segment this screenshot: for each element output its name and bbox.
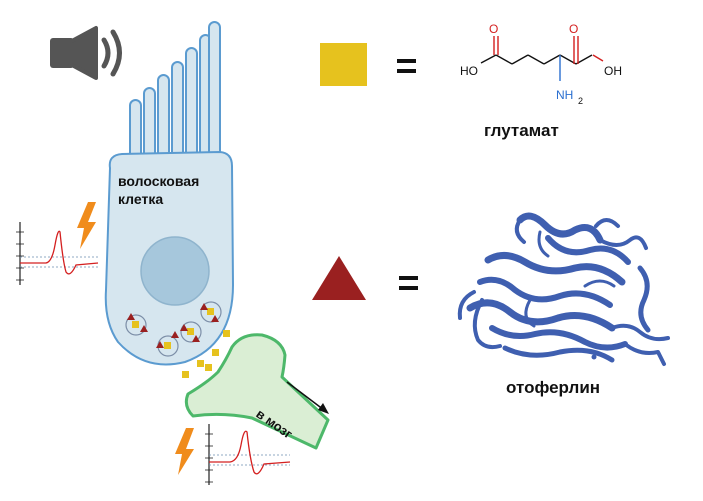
glutamate-symbol — [320, 43, 367, 86]
otoferlin-symbol — [312, 256, 366, 300]
vesicle — [156, 331, 179, 357]
atom-oh: OH — [604, 64, 622, 78]
spike-trace — [209, 430, 291, 475]
hair-cell-label-line1: волосковая — [118, 173, 200, 189]
speaker-icon — [50, 26, 122, 80]
otoferlin-label: отоферлин — [506, 378, 601, 397]
atom-o: O — [489, 22, 498, 36]
atom-ho: HO — [460, 64, 478, 78]
lightning-icon — [77, 202, 96, 249]
vesicle — [180, 321, 202, 343]
released-glutamate — [182, 330, 230, 378]
glutamate-structure — [480, 36, 604, 81]
vesicle — [125, 313, 148, 336]
spike-trace — [20, 230, 99, 275]
afferent-neuron — [184, 333, 330, 450]
equals-sign — [397, 59, 416, 73]
receptor-potential-plot — [16, 222, 99, 285]
atom-nh-subscript: 2 — [578, 96, 583, 106]
vesicles — [125, 301, 222, 357]
stereocilia — [129, 21, 221, 163]
signal-arrow — [286, 381, 329, 414]
hair-cell-label-line2: клетка — [118, 191, 164, 207]
vesicle — [200, 301, 222, 323]
nucleus — [140, 236, 210, 306]
glutamate-label: глутамат — [484, 121, 559, 140]
atom-nh: NH — [556, 88, 573, 102]
otoferlin-protein-structure — [457, 212, 670, 366]
hair-cell-label: волосковая клетка — [118, 172, 199, 208]
action-potential-plot — [205, 424, 291, 485]
atom-o: O — [569, 22, 578, 36]
equals-sign — [399, 276, 418, 290]
protein-ion — [591, 354, 597, 360]
lightning-icon — [175, 428, 194, 475]
